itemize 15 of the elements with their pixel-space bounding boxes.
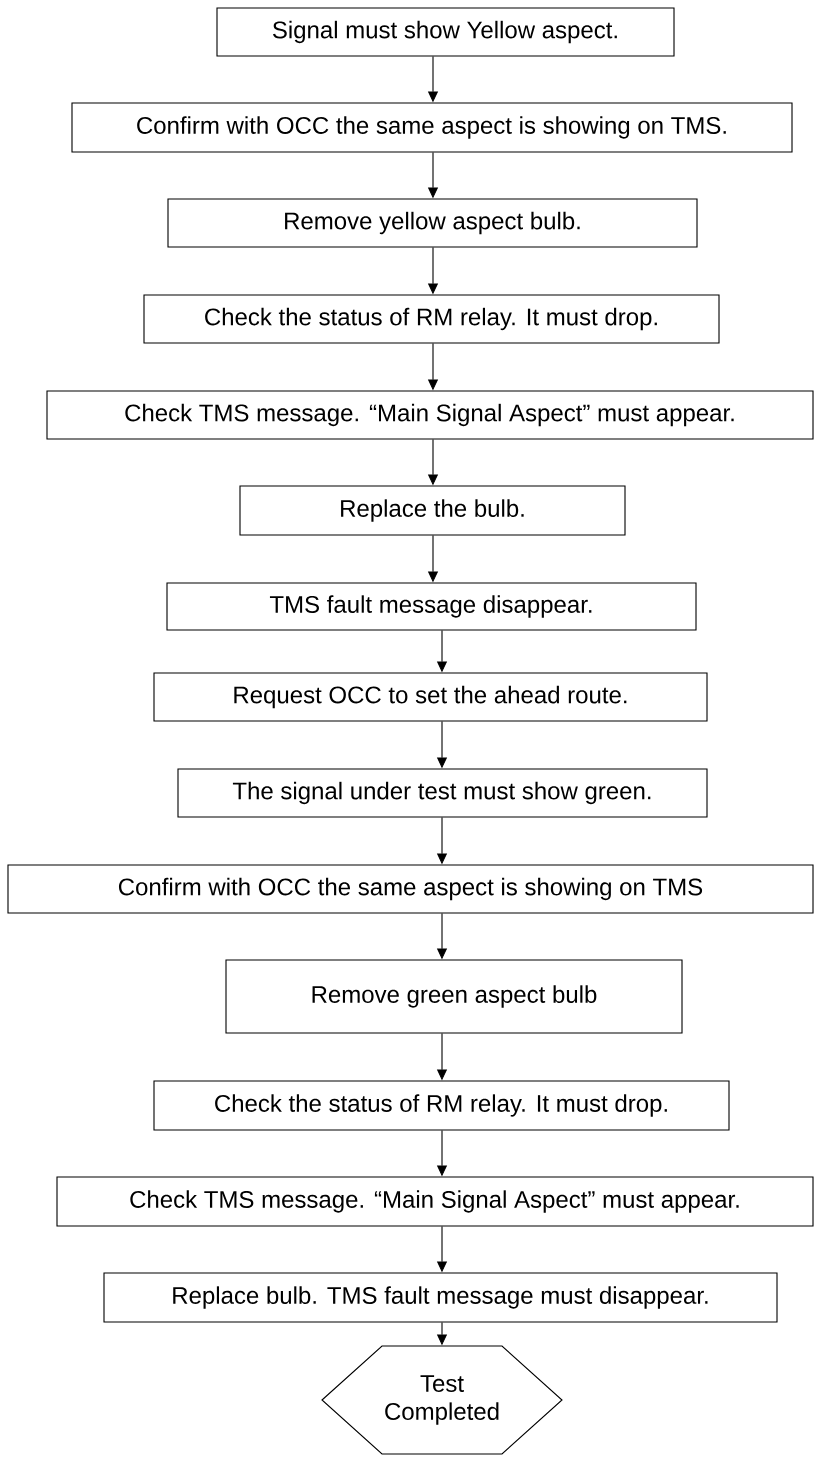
process-box: Check the status of RM relay. It must drop. <box>143 294 720 344</box>
end-hexagon: Test Completed <box>321 1345 563 1455</box>
process-box: Check TMS message. “Main Signal Aspect” must appear. <box>46 390 814 440</box>
process-box: Check the status of RM relay. It must drop. <box>153 1080 730 1131</box>
process-box: Check TMS message. “Main Signal Aspect” must appear. <box>56 1176 814 1227</box>
process-box: Replace the bulb. <box>239 485 626 536</box>
process-box: The signal under test must show green. <box>177 768 708 818</box>
process-box: Confirm with OCC the same aspect is showing on TMS <box>7 864 814 914</box>
process-box: Remove green aspect bulb <box>225 959 683 1034</box>
process-box: Request OCC to set the ahead route. <box>153 672 708 722</box>
process-box: Confirm with OCC the same aspect is showing on TMS. <box>71 102 793 153</box>
process-box: Replace bulb. TMS fault message must disappear. <box>103 1272 778 1323</box>
process-box: Remove yellow aspect bulb. <box>167 198 698 248</box>
process-box: TMS fault message disappear. <box>166 582 697 631</box>
process-box: Signal must show Yellow aspect. <box>216 7 675 57</box>
